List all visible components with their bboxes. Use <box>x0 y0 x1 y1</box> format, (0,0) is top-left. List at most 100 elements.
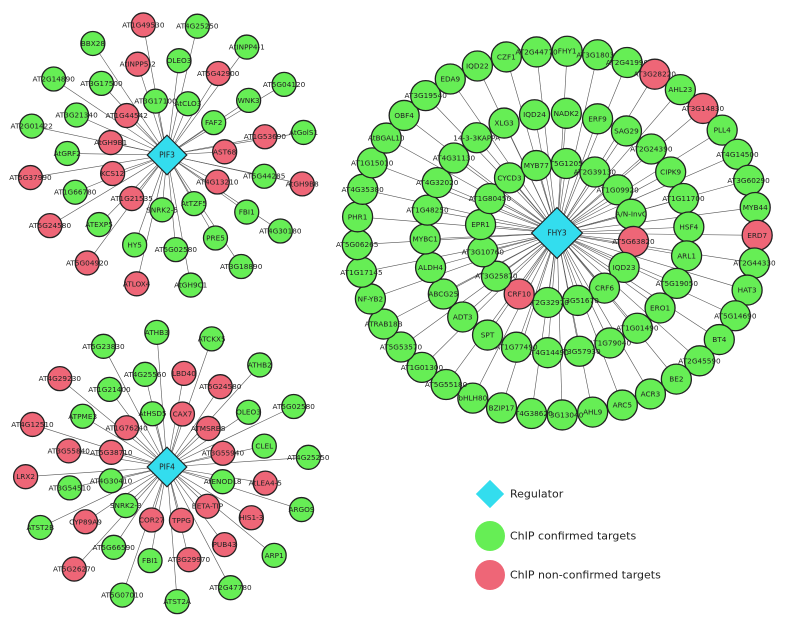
confirmed-target-circle <box>234 199 260 225</box>
regulator-label: PIF4 <box>159 463 175 472</box>
target-node: ATRAB18B <box>365 308 403 340</box>
edge-fhy3-78 <box>425 95 558 234</box>
target-label: AtBGAL10 <box>368 134 405 143</box>
target-label: AT4G25250 <box>287 453 330 462</box>
target-label: CIPK9 <box>660 167 681 176</box>
nonconfirmed-target-circle <box>119 185 145 212</box>
confirmed-target-circle <box>217 575 244 601</box>
edge-fhy3-77 <box>403 115 558 234</box>
regulator-fhy3: FHY3 <box>530 206 584 260</box>
target-label: A/N-InvC <box>615 210 647 219</box>
edge-pif3-27 <box>166 46 248 156</box>
target-label: EPR1 <box>471 220 490 229</box>
nonconfirmed-target-circle <box>212 139 238 165</box>
nonconfirmed-target-circle <box>176 547 202 573</box>
edge-fhy3-60 <box>556 232 623 406</box>
edge-pif3-29 <box>166 132 304 156</box>
edge-pif4-35 <box>166 466 178 602</box>
target-node: AT5G66590 <box>93 534 135 560</box>
target-node: AT1G44542 <box>106 102 148 129</box>
confirmed-target-circle <box>62 179 88 205</box>
confirmed-target-circle <box>485 392 518 424</box>
target-label: CLEL <box>255 442 274 451</box>
target-node: AT5G24580 <box>29 212 71 239</box>
target-label: OBF4 <box>394 111 414 120</box>
network-pif3: AtCLO3FAF2AST68AT4G13210AtTZF5SNRK2-5AT1… <box>9 12 319 298</box>
nonconfirmed-target-circle <box>130 12 156 38</box>
nonconfirmed-target-circle <box>61 556 87 582</box>
target-node: AT3G14830 <box>682 92 725 125</box>
confirmed-target-circle <box>655 156 687 188</box>
target-label: AT4G30180 <box>259 226 302 235</box>
target-label: AT2G39130 <box>574 168 617 177</box>
target-node: AtHSD5 <box>139 401 167 427</box>
target-node: AT2G24390 <box>630 133 673 165</box>
target-label: AT4G25560 <box>124 370 167 379</box>
target-node: ATHB2 <box>247 352 273 378</box>
target-node: ATPME3 <box>68 403 97 429</box>
confirmed-target-circle <box>98 468 124 494</box>
edge-fhy3-50 <box>556 179 749 234</box>
confirmed-target-circle <box>101 534 127 560</box>
nonconfirmed-target-circle <box>205 60 231 87</box>
target-label: AHL23 <box>668 85 692 94</box>
edge-fhy3-68 <box>400 232 558 348</box>
target-node: AT4G25250 <box>287 444 330 470</box>
edge-fhy3-43 <box>556 54 598 234</box>
edge-pif3-36 <box>49 154 168 226</box>
legend-regulator-icon <box>475 479 505 509</box>
target-label: AT3G60290 <box>727 176 770 185</box>
edge-pif4-34 <box>166 466 231 588</box>
target-node: AT3G55840 <box>47 438 90 464</box>
target-label: AtTZF5 <box>181 199 207 208</box>
target-label: AT5G55180 <box>425 380 468 389</box>
target-label: AT5G07010 <box>101 591 144 600</box>
target-label: AT3G18890 <box>220 262 263 271</box>
edge-pif4-21 <box>113 466 168 548</box>
target-label: AT1G21400 <box>88 385 131 394</box>
target-node: BT4 <box>703 323 735 356</box>
target-label: AT1G77490 <box>495 343 538 352</box>
target-label: AT3G18030 <box>576 50 619 59</box>
target-node: AT5G02580 <box>155 236 197 263</box>
confirmed-target-circle <box>500 331 533 363</box>
target-node: AT2G39130 <box>574 156 617 188</box>
confirmed-target-circle <box>57 475 83 501</box>
target-label: ATEXP5 <box>85 220 113 229</box>
target-label: ATST2B <box>26 523 54 532</box>
confirmed-target-circle <box>201 110 227 136</box>
target-node: MYB77 <box>520 149 552 182</box>
confirmed-target-circle <box>579 156 611 188</box>
target-label: FAF2 <box>205 118 222 127</box>
confirmed-target-circle <box>90 333 117 359</box>
target-node: HSF4 <box>673 211 705 243</box>
nonconfirmed-target-circle <box>204 169 230 195</box>
confirmed-target-circle <box>532 337 564 369</box>
target-node: FBI1 <box>234 199 260 225</box>
target-label: ADT3 <box>453 312 473 321</box>
target-node: AT2G32970 <box>527 286 569 319</box>
target-node: HAT3 <box>731 274 763 306</box>
confirmed-target-circle <box>706 114 738 146</box>
target-node: AtLEA4-5 <box>249 470 282 496</box>
target-label: AT3G29970 <box>168 555 211 564</box>
edge-fhy3-69 <box>383 232 558 325</box>
target-label: AT4G35380 <box>341 185 384 194</box>
confirmed-target-circle <box>370 122 402 154</box>
confirmed-target-circle <box>621 312 653 344</box>
target-label: AT3G21340 <box>55 110 98 119</box>
target-node: AT4G31130 <box>433 142 475 174</box>
nonconfirmed-target-circle <box>47 365 73 392</box>
target-label: OLEO3 <box>236 408 261 417</box>
target-label: AtGH9C1 <box>174 281 207 290</box>
target-label: AT4G29230 <box>39 374 82 383</box>
target-node: LBD40 <box>171 360 197 387</box>
nonconfirmed-target-circle <box>238 505 264 531</box>
confirmed-target-circle <box>644 292 676 324</box>
target-label: AT1G44542 <box>106 111 148 120</box>
target-node: AT3G18030 <box>576 39 619 71</box>
target-label: AT1G80450 <box>469 194 512 203</box>
confirmed-target-circle <box>601 174 634 206</box>
edge-pif4-38 <box>40 466 168 528</box>
target-label: AT2G47780 <box>209 583 252 592</box>
